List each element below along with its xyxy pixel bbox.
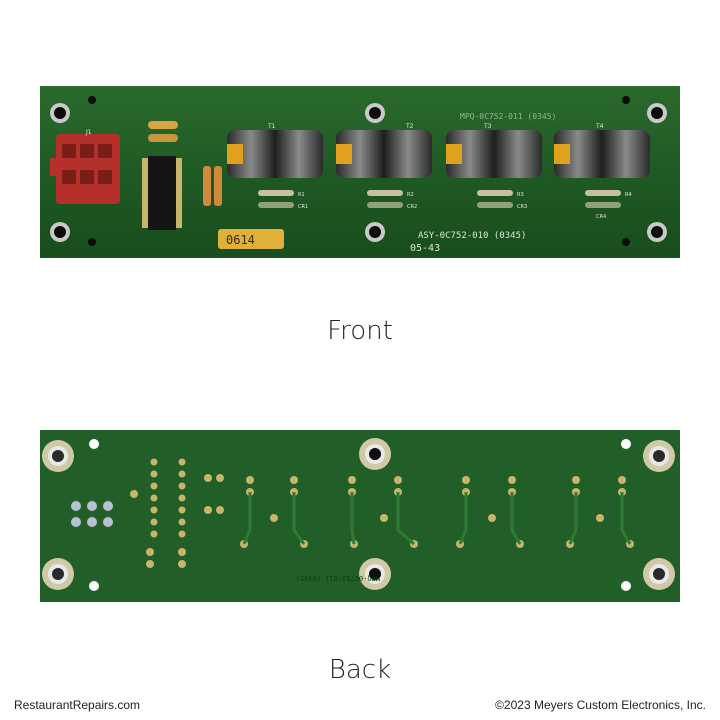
silk-mirror-text: MPQ-0C752-011 (0345) — [296, 574, 380, 582]
back-connector-pins — [71, 490, 138, 527]
transformer-t4 — [554, 130, 650, 178]
front-board-photo: J1 0614 — [40, 86, 680, 258]
resistor-top — [148, 121, 178, 129]
t2-label: T2 — [405, 123, 414, 130]
front-board-svg: J1 0614 — [40, 86, 680, 258]
r4-label: R4 — [625, 192, 632, 198]
sticker-text: 0614 — [226, 233, 255, 247]
back-ic-pads — [146, 458, 224, 568]
back-board-svg: MPQ-0C752-011 (0345) — [40, 430, 680, 602]
back-caption: Back — [328, 655, 392, 685]
back-board-photo: MPQ-0C752-011 (0345) — [40, 430, 680, 602]
silk-part-number: MPQ-0C752-011 (0345) — [460, 112, 556, 121]
footer-copyright: ©2023 Meyers Custom Electronics, Inc. — [495, 698, 706, 712]
transformer-t1 — [227, 130, 323, 178]
silk-date-code: 05-43 — [410, 243, 440, 254]
ic-chip — [142, 156, 182, 230]
footer-site: RestaurantRepairs.com — [14, 698, 141, 712]
diode-groups — [258, 190, 621, 208]
r2-label: R2 — [407, 192, 414, 198]
cr2-label: CR2 — [407, 204, 417, 210]
mounting-holes — [50, 96, 667, 246]
resistor-top-2 — [148, 134, 178, 142]
t3-label: T3 — [483, 123, 492, 130]
r3-label: R3 — [517, 192, 524, 198]
t4-label: T4 — [595, 123, 604, 130]
cr4-label: CR4 — [596, 214, 606, 220]
axial-component-2 — [214, 166, 222, 206]
cr1-label: CR1 — [298, 204, 308, 210]
back-mounting-holes — [42, 438, 675, 591]
transformers — [227, 130, 650, 178]
transformer-t3 — [446, 130, 542, 178]
r1-label: R1 — [298, 192, 305, 198]
connector-label: J1 — [85, 129, 92, 136]
silk-assembly-number: ASY-0C752-010 (0345) — [418, 231, 526, 241]
axial-component-1 — [203, 166, 211, 206]
connector-j1 — [50, 134, 120, 204]
front-caption: Front — [327, 316, 393, 346]
back-traces — [242, 492, 632, 546]
sticker — [218, 229, 284, 249]
t1-label: T1 — [267, 123, 276, 130]
cr3-label: CR3 — [517, 204, 527, 210]
transformer-t2 — [336, 130, 432, 178]
